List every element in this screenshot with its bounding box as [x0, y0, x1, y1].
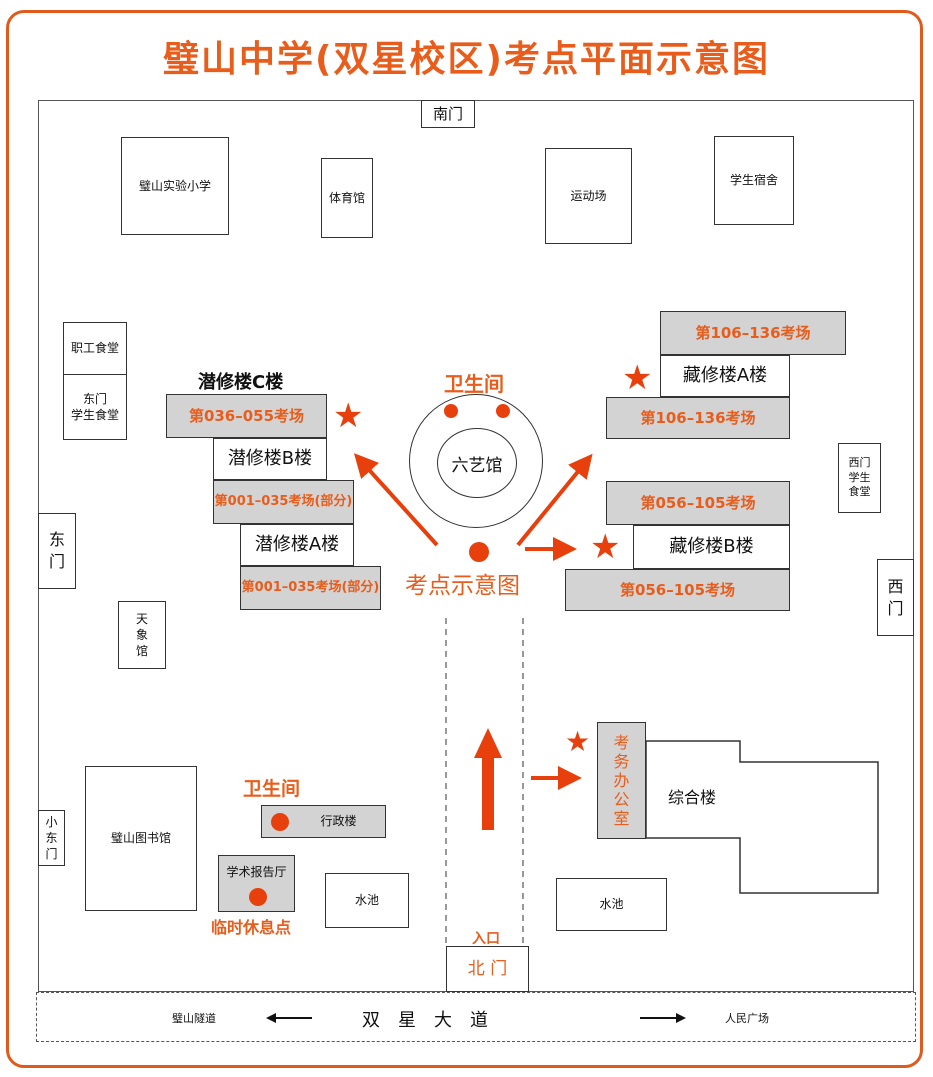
exam-office: 考 务 办 公 室 [597, 722, 646, 839]
cangxiu-b-bottom-rooms: 第056–105考场 [565, 569, 790, 611]
poster-frame [6, 10, 923, 1068]
qianxiu-c-rooms: 第036–055考场 [166, 394, 327, 438]
qianxiu-c-label: 潜修楼C楼 [198, 372, 284, 393]
cangxiu-a-bottom-rooms: 第106–136考场 [606, 397, 790, 439]
comprehensive-label: 综合楼 [668, 788, 717, 807]
star-icon: ★ [622, 358, 653, 398]
toilet-dot-admin [271, 813, 289, 831]
qianxiu-a: 潜修楼A楼 [240, 524, 354, 566]
star-icon: ★ [590, 527, 621, 567]
road-right-destination: 人民广场 [725, 1012, 769, 1025]
east-canteen: 东门 学生食堂 [63, 374, 127, 440]
west-canteen: 西门 学生 食堂 [838, 443, 881, 513]
cangxiu-b: 藏修楼B楼 [633, 525, 790, 569]
pool-left: 水池 [325, 873, 409, 928]
center-label: 考点示意图 [405, 573, 520, 599]
rest-point-dot [249, 888, 267, 906]
star-icon: ★ [565, 725, 591, 758]
staff-canteen: 职工食堂 [63, 322, 127, 375]
cangxiu-a-top-rooms: 第106–136考场 [660, 311, 846, 355]
qianxiu-a-rooms: 第001–035考场(部分) [240, 566, 381, 610]
star-icon: ★ [333, 396, 364, 436]
map-title: 璧山中学(双星校区)考点平面示意图 [163, 39, 770, 80]
south-gate: 南门 [421, 100, 475, 128]
toilet-dot-left [444, 404, 458, 418]
primary-school: 璧山实验小学 [121, 137, 229, 235]
north-gate: 北 门 [446, 946, 529, 992]
east-gate: 东 门 [38, 513, 76, 589]
cangxiu-a: 藏修楼A楼 [660, 355, 790, 397]
road-name: 双 星 大 道 [362, 1010, 488, 1031]
toilet-label-top: 卫生间 [444, 372, 504, 396]
small-east-gate: 小 东 门 [38, 810, 65, 866]
shuangxing-road [36, 992, 916, 1042]
qianxiu-b-rooms: 第001–035考场(部分) [213, 480, 354, 524]
west-gate: 西 门 [877, 559, 914, 636]
dormitory: 学生宿舍 [714, 136, 794, 225]
pool-right: 水池 [556, 878, 667, 931]
rest-point-label: 临时休息点 [211, 918, 292, 937]
gym: 体育馆 [321, 158, 373, 238]
entrance-label: 入口 [472, 931, 500, 947]
toilet-label-bottom: 卫生间 [243, 778, 301, 800]
toilet-dot-right [496, 404, 510, 418]
center-dot [469, 542, 489, 562]
road-left-destination: 璧山隧道 [172, 1012, 216, 1025]
library: 璧山图书馆 [85, 766, 197, 911]
liuyi-hall: 六艺馆 [437, 428, 517, 498]
observatory: 天 象 馆 [118, 601, 166, 669]
qianxiu-b: 潜修楼B楼 [213, 438, 327, 480]
cangxiu-b-top-rooms: 第056–105考场 [606, 481, 790, 525]
sports-field: 运动场 [545, 148, 632, 244]
